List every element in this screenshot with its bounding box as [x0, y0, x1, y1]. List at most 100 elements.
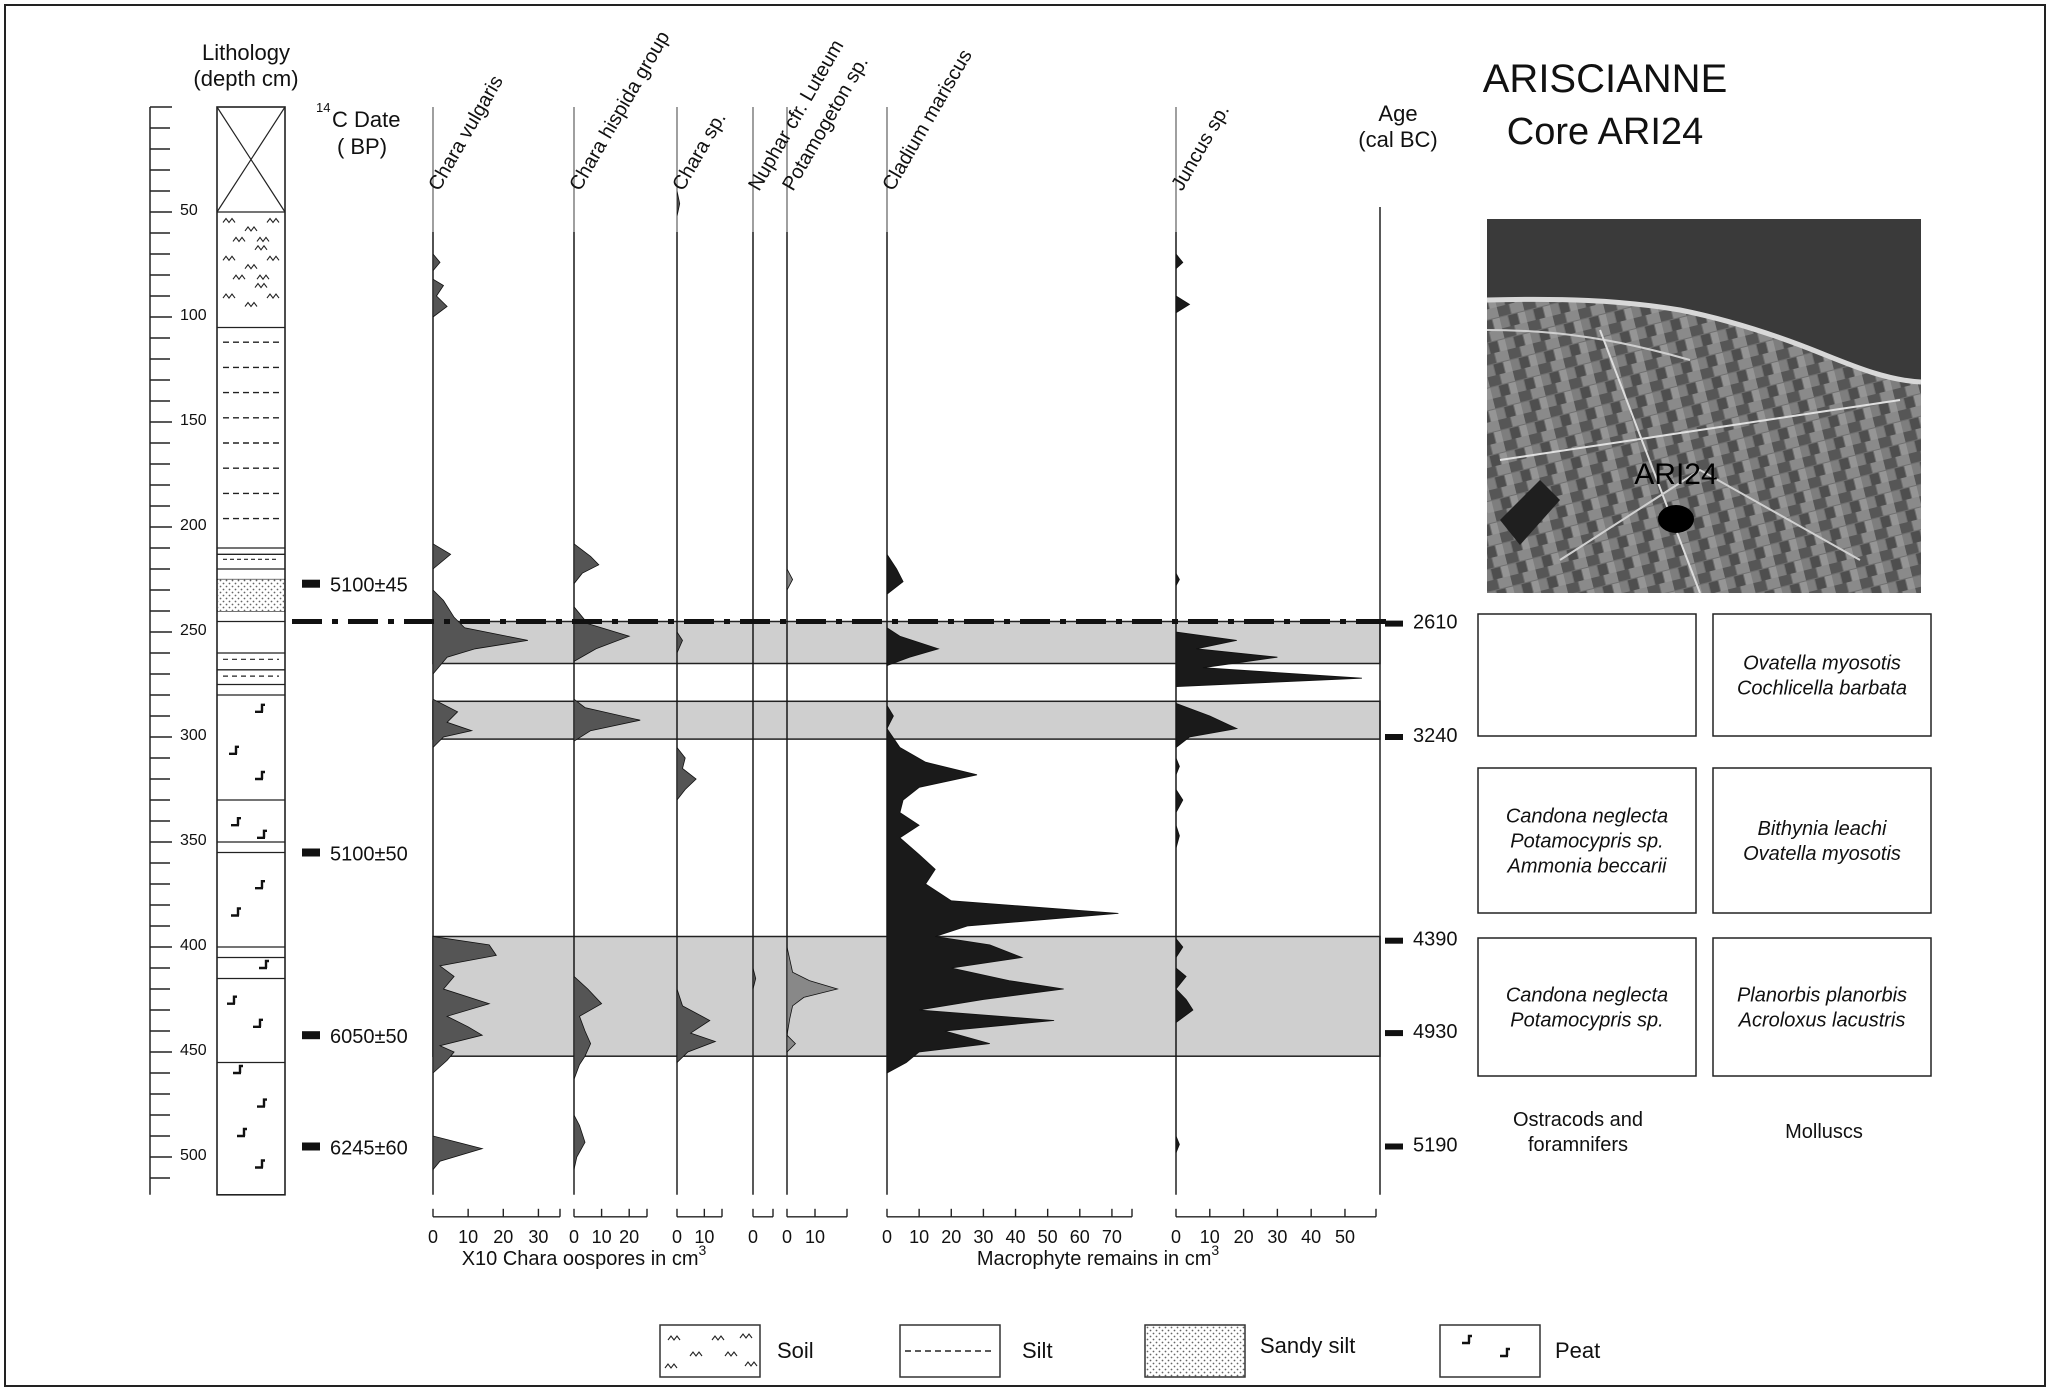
legend-silt-label: Silt	[1022, 1338, 1053, 1363]
peat-symbol	[257, 1098, 267, 1108]
panel-taxon: Candona neglecta	[1506, 806, 1668, 828]
macrophyte-axis-label: Macrophyte remains in cm3	[977, 1242, 1220, 1270]
soil-symbol	[222, 255, 236, 262]
series-curve	[573, 107, 641, 1170]
depth-tick-label: 200	[180, 517, 207, 534]
age-marker	[1385, 734, 1403, 740]
lithology-column	[216, 106, 286, 1196]
lithology-frame	[216, 106, 286, 1196]
depth-tick-label: 150	[180, 412, 207, 429]
c14-marker	[302, 848, 320, 857]
series-name: Cladium mariscus	[878, 46, 977, 195]
soil-symbol	[254, 244, 268, 251]
legend: Soil Silt Sandy silt Peat	[659, 1324, 1600, 1378]
map-marker-label: ARI24	[1634, 458, 1717, 491]
legend-sandy-silt-label: Sandy silt	[1260, 1333, 1355, 1358]
legend-soil-label: Soil	[777, 1338, 814, 1363]
panel-ostracods-zone1	[1477, 613, 1697, 737]
series-x-tick-label: 0	[1171, 1227, 1181, 1247]
series-x-tick-label: 40	[1301, 1227, 1321, 1247]
peat-symbol	[255, 703, 265, 713]
lithology-label: Lithology	[202, 40, 290, 65]
soil-symbol	[266, 255, 280, 262]
series-x-tick-label: 30	[1267, 1227, 1287, 1247]
series-curve	[752, 107, 757, 990]
peat-symbol	[259, 959, 269, 970]
sandy-silt-fill	[218, 579, 284, 611]
macrophyte-axis-text: Macrophyte remains in cm	[977, 1248, 1212, 1270]
core-title: Core ARI24	[1507, 111, 1703, 153]
chara-axis-sup: 3	[699, 1242, 707, 1258]
cross-line	[216, 106, 286, 213]
series-name: Chara sp.	[668, 108, 730, 194]
c14-date-label: 5100±50	[330, 844, 408, 866]
panel-box	[1477, 613, 1697, 737]
series-x-tick-label: 10	[909, 1227, 929, 1247]
age-label: 4390	[1413, 929, 1458, 951]
series-x-tick-label: 10	[458, 1227, 478, 1247]
depth-tick-label: 300	[180, 727, 207, 744]
soil-symbol	[664, 1363, 678, 1369]
series-x-tick-label: 40	[1006, 1227, 1026, 1247]
c14-marker	[302, 1142, 320, 1151]
chara-axis-label: X10 Chara oospores in cm3	[462, 1242, 707, 1270]
c14-date-label: 6245±60	[330, 1138, 408, 1160]
soil-symbol	[256, 236, 270, 243]
peat-symbol	[1500, 1347, 1510, 1358]
series-x-tick-label: 0	[748, 1227, 758, 1247]
peat-symbol	[227, 995, 237, 1005]
series-name: Juncus sp.	[1167, 101, 1234, 195]
peat-symbol	[231, 817, 241, 827]
legend-soil: Soil	[659, 1324, 814, 1378]
c14-marker	[302, 1031, 320, 1040]
series-curve	[786, 107, 839, 1053]
age-label: 5190	[1413, 1135, 1458, 1157]
c14-date-label: 6050±50	[330, 1026, 408, 1048]
peat-symbol	[231, 907, 241, 917]
peat-symbol	[257, 829, 267, 839]
series-name: Chara hispida group	[565, 28, 674, 195]
age-unit: (cal BC)	[1358, 127, 1437, 152]
peat-symbol	[255, 770, 265, 781]
aerial-photo: ARI24	[1486, 219, 1922, 594]
series-x-tick-label: 30	[973, 1227, 993, 1247]
legend-silt: Silt	[899, 1324, 1053, 1378]
depth-tick-label: 400	[180, 937, 207, 954]
age-marker	[1385, 620, 1403, 627]
series-x-tick-label: 0	[569, 1227, 579, 1247]
series-curve	[1175, 107, 1362, 1153]
depth-tick-label: 350	[180, 832, 207, 849]
legend-peat: Peat	[1439, 1324, 1600, 1378]
ostracods-caption: Ostracods and	[1513, 1109, 1643, 1131]
legend-sandy-silt: Sandy silt	[1144, 1324, 1355, 1378]
chara-axis-text: X10 Chara oospores in cm	[462, 1248, 699, 1270]
series-curve	[886, 107, 1119, 1074]
depth-tick-label: 500	[180, 1147, 207, 1164]
soil-symbol	[222, 217, 236, 224]
peat-symbol	[229, 745, 239, 755]
depth-tick-label: 450	[180, 1042, 207, 1059]
peat-symbol	[253, 1018, 263, 1028]
age-label: 2610	[1413, 612, 1458, 634]
ostracods-caption-2: foramnifers	[1528, 1134, 1628, 1156]
soil-symbol	[667, 1335, 681, 1341]
c14-label: C Date	[332, 107, 400, 132]
series-x-tick-label: 0	[672, 1227, 682, 1247]
series-x-tick-label: 20	[619, 1227, 639, 1247]
age-marker	[1385, 1030, 1403, 1037]
soil-symbol	[724, 1351, 738, 1357]
legend-peat-label: Peat	[1555, 1338, 1600, 1363]
peat-symbol	[233, 1064, 243, 1075]
age-marker	[1385, 1143, 1403, 1150]
panel-box	[1712, 767, 1932, 914]
c14-superscript: 14	[316, 100, 330, 115]
macrophyte-axis-sup: 3	[1211, 1242, 1219, 1258]
panel-box	[1477, 767, 1697, 914]
